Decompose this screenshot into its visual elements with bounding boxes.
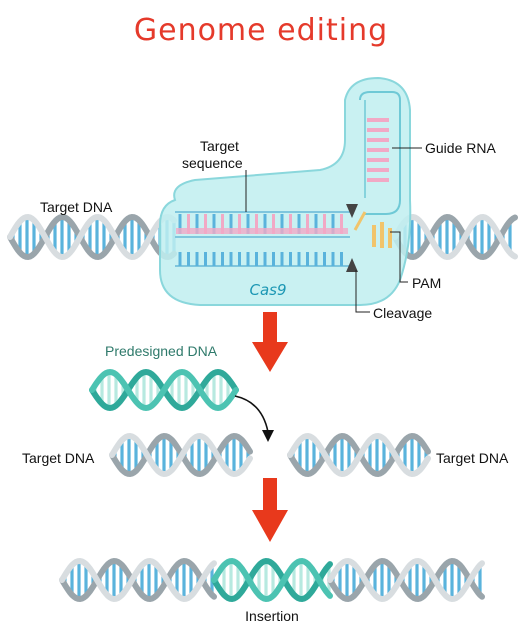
dna-backbone [392, 213, 518, 261]
edited-dna-inserted-segment [211, 557, 333, 603]
edited-dna-helix [59, 557, 485, 603]
cleavage-label: Cleavage [373, 305, 432, 321]
edited-dna-right-segment [327, 557, 485, 603]
pam-label: PAM [412, 275, 441, 291]
guide-rna-label: Guide RNA [425, 140, 496, 156]
dna-backbone [109, 432, 253, 478]
target-dna-right-label: Target DNA [436, 450, 509, 466]
page-title: Genome editing [134, 13, 388, 48]
target-dna-helix-top-right [392, 213, 518, 261]
dna-backbone [211, 557, 333, 603]
dna-backbone [327, 557, 485, 603]
predesigned-dna-label: Predesigned DNA [105, 343, 218, 359]
leader-lines [245, 147, 422, 313]
target-dna-right-helix [287, 432, 431, 478]
dna-backbone [392, 213, 518, 261]
target-dna-left-helix [109, 432, 253, 478]
predesigned-dna-helix [89, 368, 239, 412]
target-sequence-label-line2: sequence [182, 155, 243, 171]
target-sequence-label-line1: Target [200, 138, 239, 154]
edited-dna-left-segment [59, 557, 217, 603]
cas9-label: Cas9 [249, 281, 286, 299]
dna-backbone [211, 557, 333, 603]
guide-rna-strand [367, 118, 389, 182]
dna-backbone [287, 432, 431, 478]
dna-backbone [59, 557, 217, 603]
cleavage-sites [346, 204, 358, 272]
dna-backbone [327, 557, 485, 603]
target-dna-top-label: Target DNA [40, 199, 113, 215]
dna-backbone [89, 368, 239, 412]
dna-backbone [59, 557, 217, 603]
dna-backbone [7, 213, 177, 261]
insert-arrow [234, 395, 274, 442]
unwound-target-sequence [175, 211, 350, 267]
process-arrow-2 [252, 478, 288, 542]
process-arrow-1 [252, 312, 288, 372]
target-dna-left-label: Target DNA [22, 450, 95, 466]
pam-site [353, 211, 392, 248]
cas9-protein [159, 76, 412, 306]
guide-rna-pairing-strand [176, 228, 348, 234]
insertion-label: Insertion [245, 608, 299, 624]
dna-backbone [7, 213, 177, 261]
